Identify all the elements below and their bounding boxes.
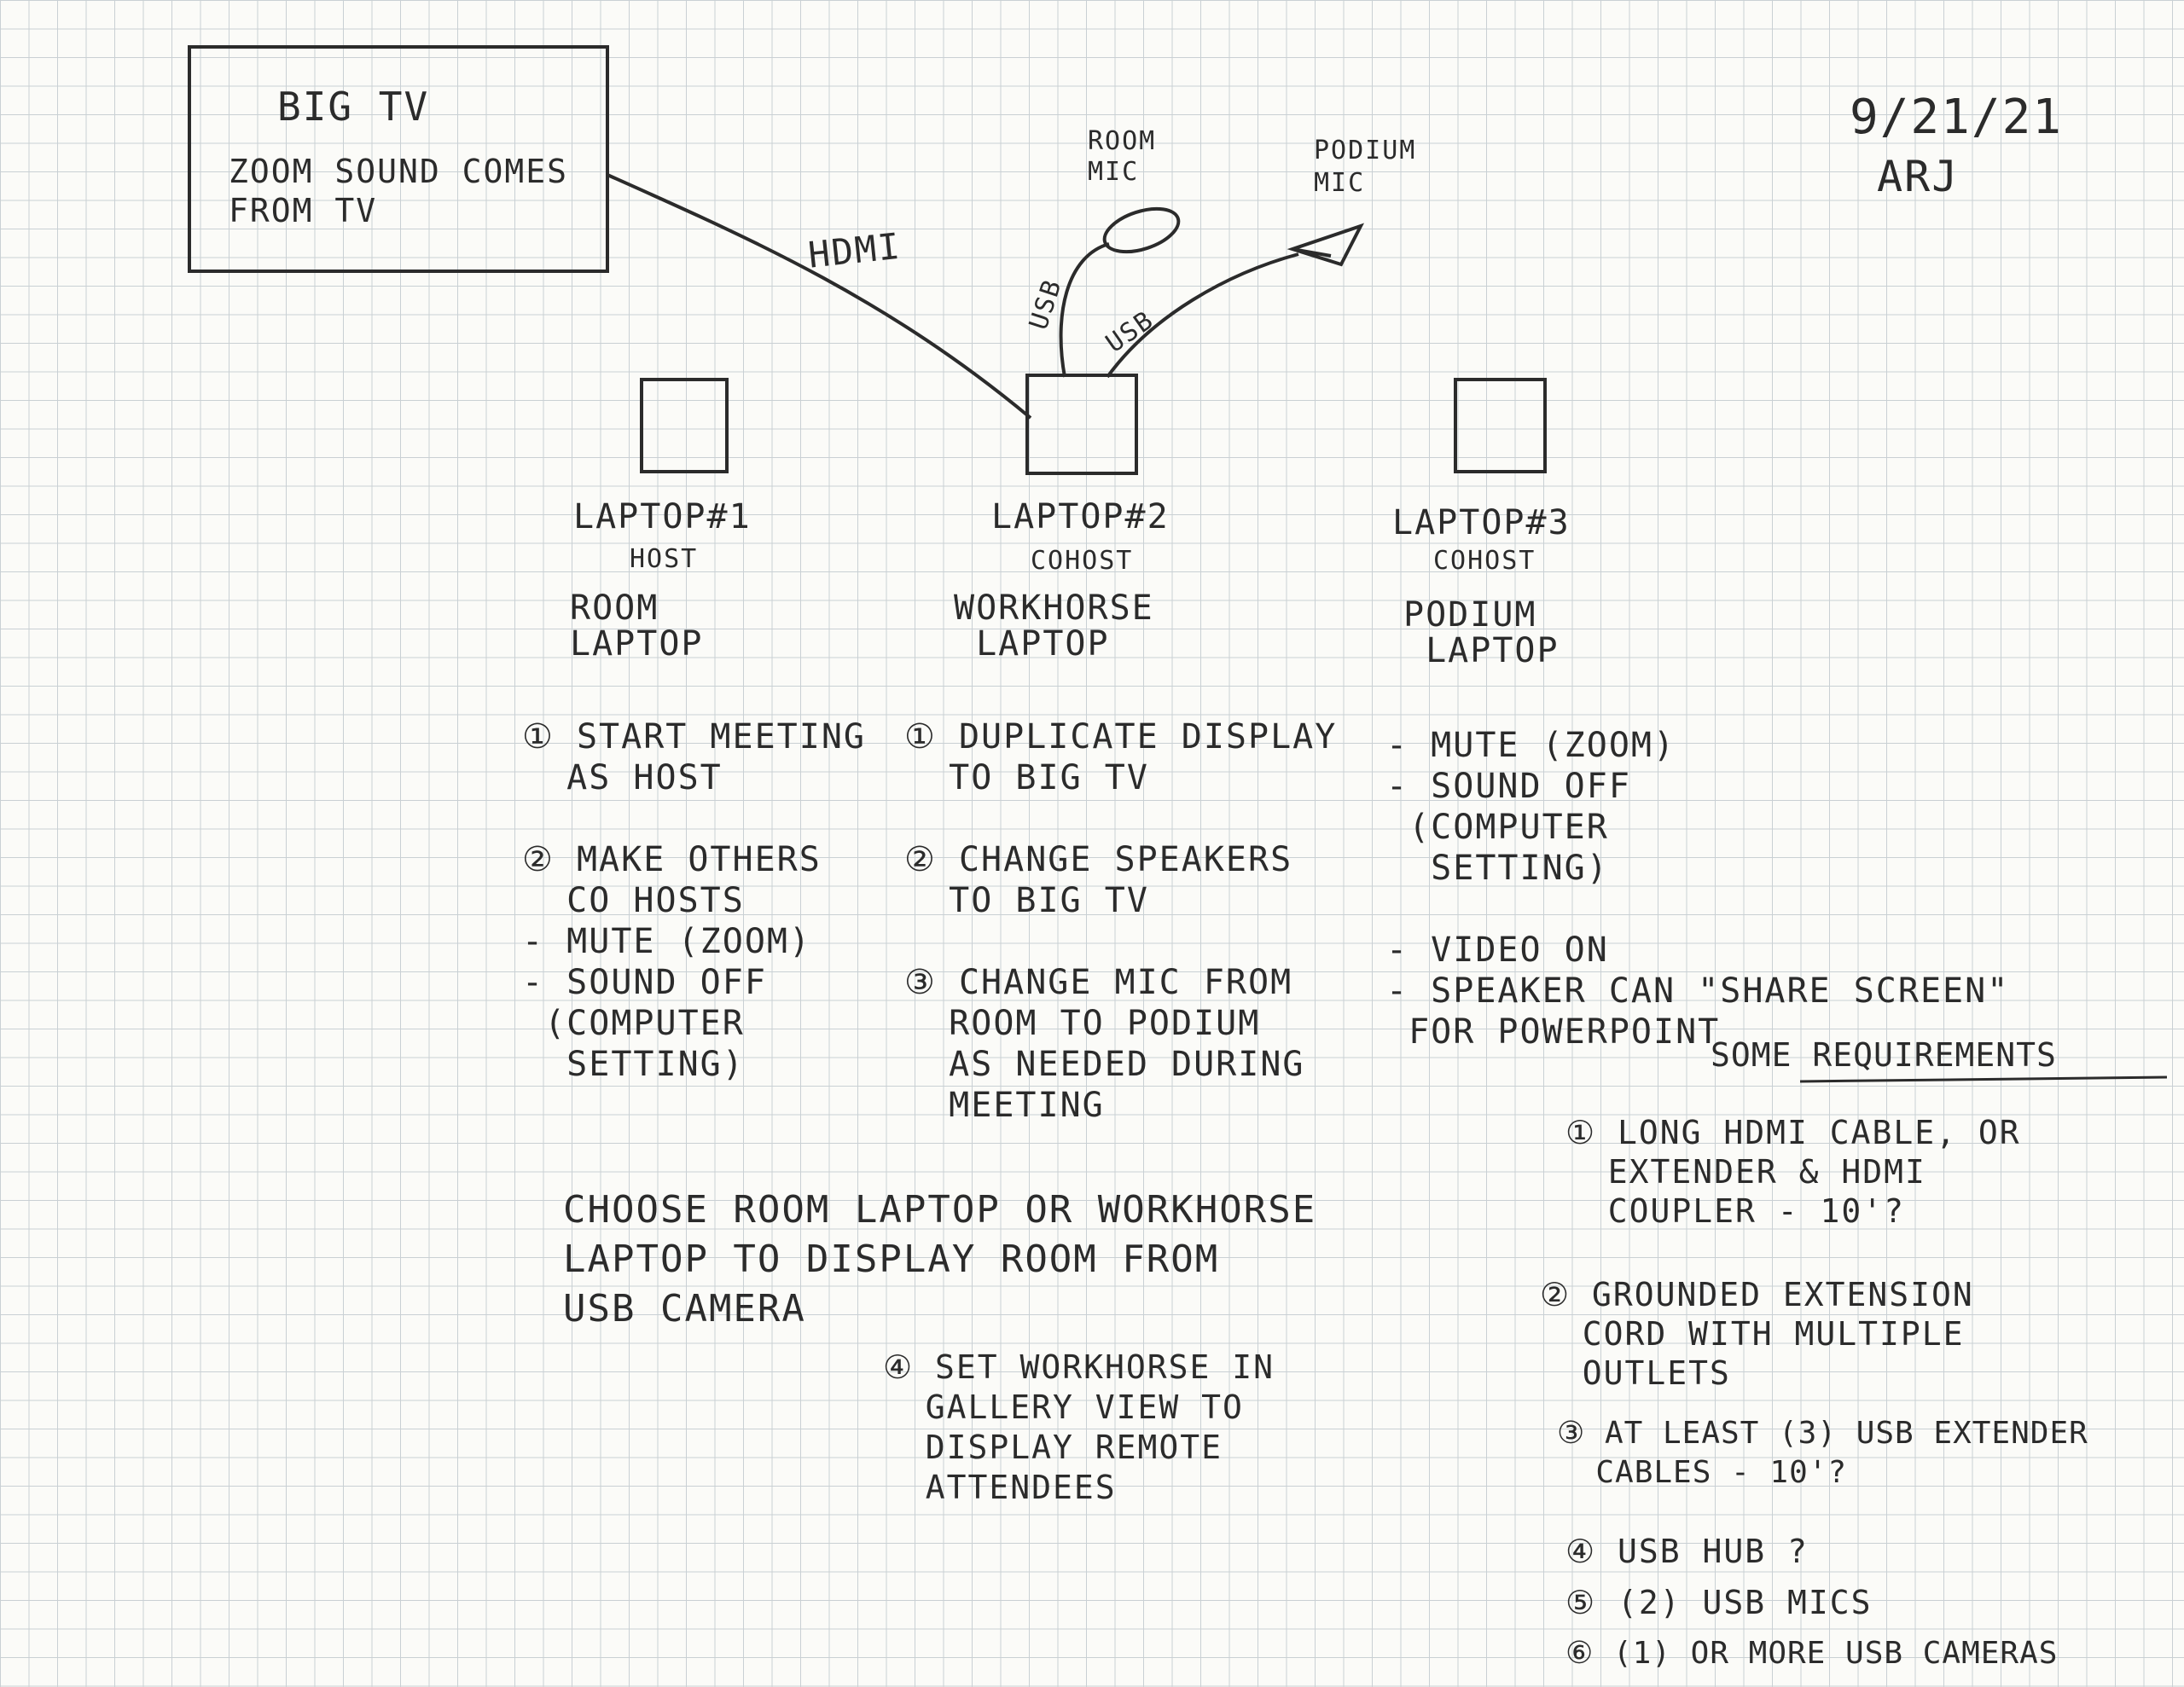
camera-note: CHOOSE ROOM LAPTOP OR WORKHORSE LAPTOP T… (563, 1188, 1317, 1330)
requirements-heading: SOME REQUIREMENTS (1711, 1036, 2057, 1074)
laptop-2-label: LAPTOP#2 (991, 497, 1170, 536)
laptop-3-steps: - MUTE (ZOOM) - SOUND OFF (COMPUTER SETT… (1386, 726, 2010, 1052)
laptop-3-name: PODIUM LAPTOP (1403, 595, 1560, 670)
requirement-item-2: ② GROUNDED EXTENSION CORD WITH MULTIPLE … (1540, 1276, 1974, 1392)
podium-mic-label: PODIUM MIC (1314, 136, 1417, 198)
requirement-item-1: ① LONG HDMI CABLE, OR EXTENDER & HDMI CO… (1565, 1114, 2021, 1230)
requirement-item-5: ⑤ (2) USB MICS (1565, 1584, 1873, 1621)
hdmi-cable (607, 173, 1032, 420)
laptop-2-box (1025, 374, 1138, 475)
requirement-item-6: ⑥ (1) OR MORE USB CAMERAS (1565, 1636, 2059, 1671)
laptop-3-box (1454, 378, 1547, 473)
big-tv-box (188, 45, 609, 273)
initials-note: ARJ (1877, 152, 1960, 201)
usb-cable-podium-mic (1106, 252, 1299, 379)
laptop-3-role: COHOST (1433, 546, 1536, 576)
workhorse-step-4: ④ SET WORKHORSE IN GALLERY VIEW TO DISPL… (883, 1348, 1275, 1506)
laptop-1-box (640, 378, 729, 473)
laptop-1-name: ROOM LAPTOP (570, 588, 704, 664)
laptop-2-steps: ① DUPLICATE DISPLAY TO BIG TV ② CHANGE S… (904, 717, 1338, 1125)
laptop-3-label: LAPTOP#3 (1392, 503, 1571, 542)
room-mic-icon (1102, 206, 1181, 254)
big-tv-title: BIG TV (277, 84, 430, 130)
laptop-1-role: HOST (630, 544, 699, 574)
laptop-1-steps: ① START MEETING AS HOST ② MAKE OTHERS CO… (522, 717, 867, 1084)
requirements-underline (1799, 1075, 2168, 1083)
room-mic-label: ROOM MIC (1088, 126, 1157, 187)
podium-mic-icon (1287, 223, 1365, 267)
big-tv-note: ZOOM SOUND COMES FROM TV (229, 153, 569, 229)
laptop-1-label: LAPTOP#1 (573, 497, 752, 536)
laptop-2-name: WORKHORSE LAPTOP (954, 588, 1154, 664)
requirement-item-3: ③ AT LEAST (3) USB EXTENDER CABLES - 10'… (1557, 1416, 2088, 1490)
requirement-item-4: ④ USB HUB ? (1565, 1533, 1809, 1570)
date-note: 9/21/21 (1850, 90, 2064, 145)
usb-cable-room-mic (1059, 242, 1110, 378)
laptop-2-role: COHOST (1031, 546, 1134, 576)
